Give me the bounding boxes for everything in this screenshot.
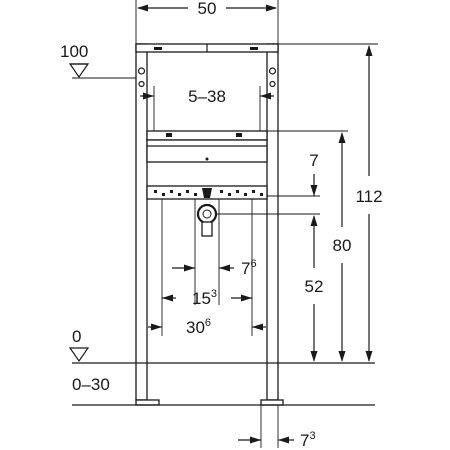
- dimension-height-total: 112: [278, 43, 383, 362]
- level-label-floor: 0: [72, 327, 81, 346]
- dimension-spacing-outer: 306: [148, 317, 266, 337]
- dimension-height-low: 52: [217, 213, 324, 362]
- frame-left-foot: [135, 399, 160, 406]
- dimension-label-offset-side: 76: [241, 258, 257, 278]
- dimension-label-height-total: 112: [355, 187, 382, 206]
- dimension-label-height-mid: 80: [333, 236, 352, 255]
- dimension-label-height-low: 52: [305, 277, 324, 296]
- level-label-top: 100: [60, 42, 88, 61]
- dimension-label-foot-width: 73: [300, 430, 316, 450]
- dimension-bracket-range: 5–38: [140, 86, 274, 131]
- level-lines: [68, 63, 375, 406]
- dimension-spacing-inner: 153: [162, 288, 252, 308]
- frame-right-foot: [260, 399, 284, 406]
- dimension-label-spacing-inner: 153: [192, 288, 217, 308]
- dimension-label-spacing-outer: 306: [186, 317, 211, 337]
- drain-fitting: [196, 188, 218, 237]
- level-label-floor-range: 0–30: [72, 375, 110, 394]
- dimension-height-mid: 80: [267, 130, 352, 362]
- dimension-label-bracket-range: 5–38: [188, 87, 226, 106]
- dimension-label-gap-small: 7: [309, 151, 318, 170]
- frame-bracket-rail: [146, 130, 268, 141]
- dimension-foot-width: 73: [238, 405, 316, 450]
- level-marker-floor-icon: [68, 347, 90, 363]
- dimension-width-top: 50: [135, 0, 279, 44]
- level-marker-top-icon: [68, 63, 90, 79]
- mounting-frame: [135, 43, 284, 406]
- dimension-label-width-top: 50: [198, 0, 217, 18]
- dimension-offset-side: 76: [172, 258, 257, 278]
- dimension-gap-small: 7: [267, 151, 320, 197]
